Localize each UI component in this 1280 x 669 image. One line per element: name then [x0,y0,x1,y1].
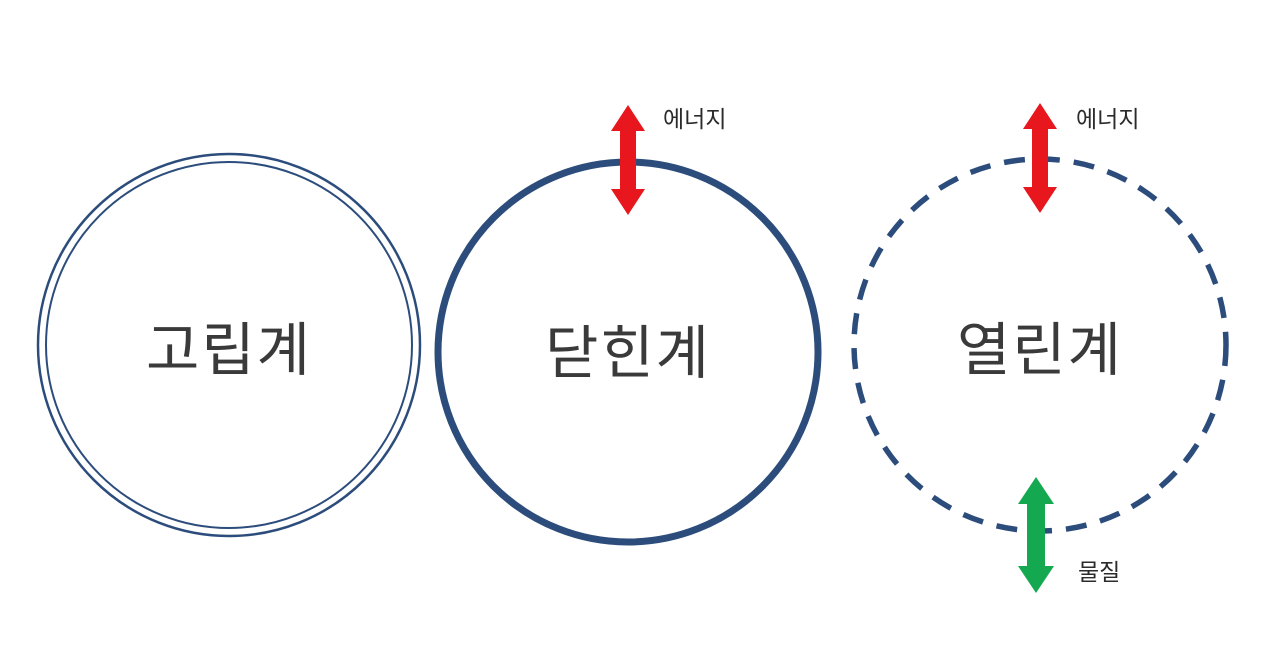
matter-arrow-icon [1018,477,1054,593]
isolated-system-label: 고립계 [145,318,313,383]
open-system-label: 열린계 [956,318,1124,383]
energy-arrow-icon [1023,103,1057,213]
matter-flow-label-open: 물질 [1078,559,1121,585]
isolated-system-inner-ring [45,161,413,529]
isolated-system-outer-ring [36,152,422,538]
closed-system-label: 닫힌계 [544,321,712,386]
isolated-system-circle [36,152,422,538]
energy-flow-label-open: 에너지 [1076,106,1140,132]
energy-arrow-icon [611,105,645,215]
energy-flow-label-closed: 에너지 [663,106,727,132]
